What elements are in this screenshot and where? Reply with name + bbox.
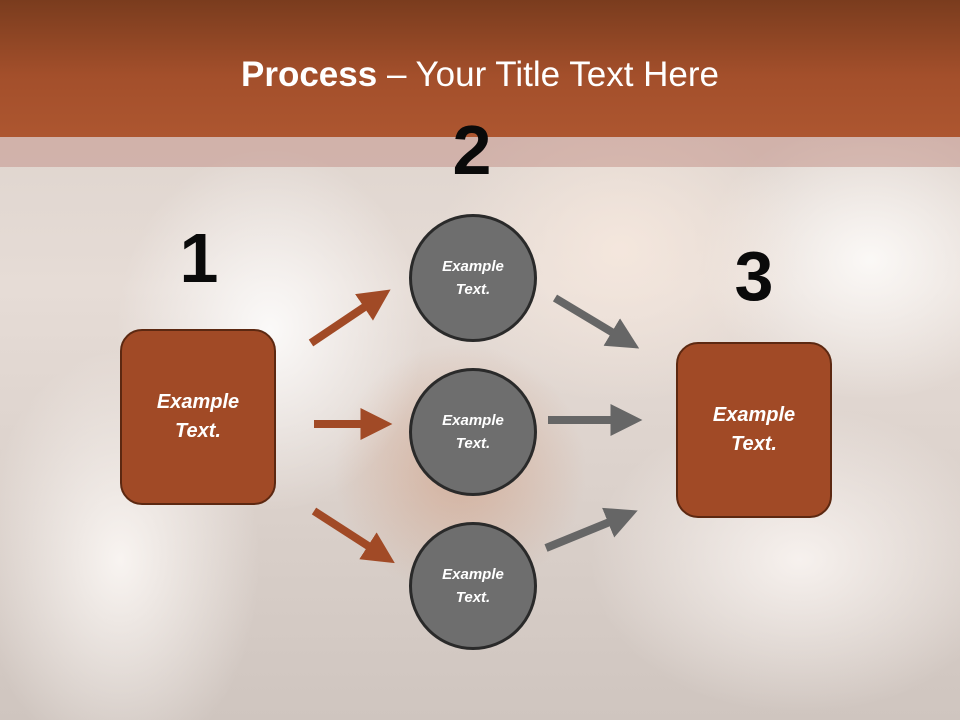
- step-2-circle-middle: Example Text.: [409, 368, 537, 496]
- slide-title: Process – Your Title Text Here: [0, 52, 960, 98]
- title-band: [0, 137, 960, 167]
- step-2-circle-top: Example Text.: [409, 214, 537, 342]
- arrow-1-to-bottom: [311, 507, 395, 564]
- title-rest: – Your Title Text Here: [377, 55, 719, 94]
- step-2-circle-bottom: Example Text.: [409, 522, 537, 650]
- arrow-bottom-to-3: [544, 507, 638, 552]
- step-1-line1: Example: [156, 391, 240, 413]
- step-number-3: 3: [734, 237, 774, 315]
- circle-top-line1: Example: [442, 258, 504, 275]
- step-1-box: Example Text.: [120, 329, 276, 505]
- circle-top-line2: Text.: [455, 281, 491, 298]
- step-3-line1: Example: [712, 404, 796, 426]
- circle-bottom-line1: Example: [442, 566, 504, 583]
- title-bar: [0, 0, 960, 137]
- title-bold: Process: [241, 55, 378, 94]
- step-number-1: 1: [179, 219, 219, 297]
- circle-middle-line1: Example: [442, 412, 504, 429]
- circle-middle-line2: Text.: [455, 435, 491, 452]
- step-3-line2: Text.: [731, 433, 777, 455]
- circle-bottom-line2: Text.: [455, 589, 491, 606]
- arrow-1-to-top: [308, 289, 391, 347]
- step-number-2: 2: [452, 111, 492, 189]
- step-1-line2: Text.: [175, 420, 221, 442]
- arrow-top-to-3: [552, 294, 640, 349]
- step-3-box: Example Text.: [676, 342, 832, 518]
